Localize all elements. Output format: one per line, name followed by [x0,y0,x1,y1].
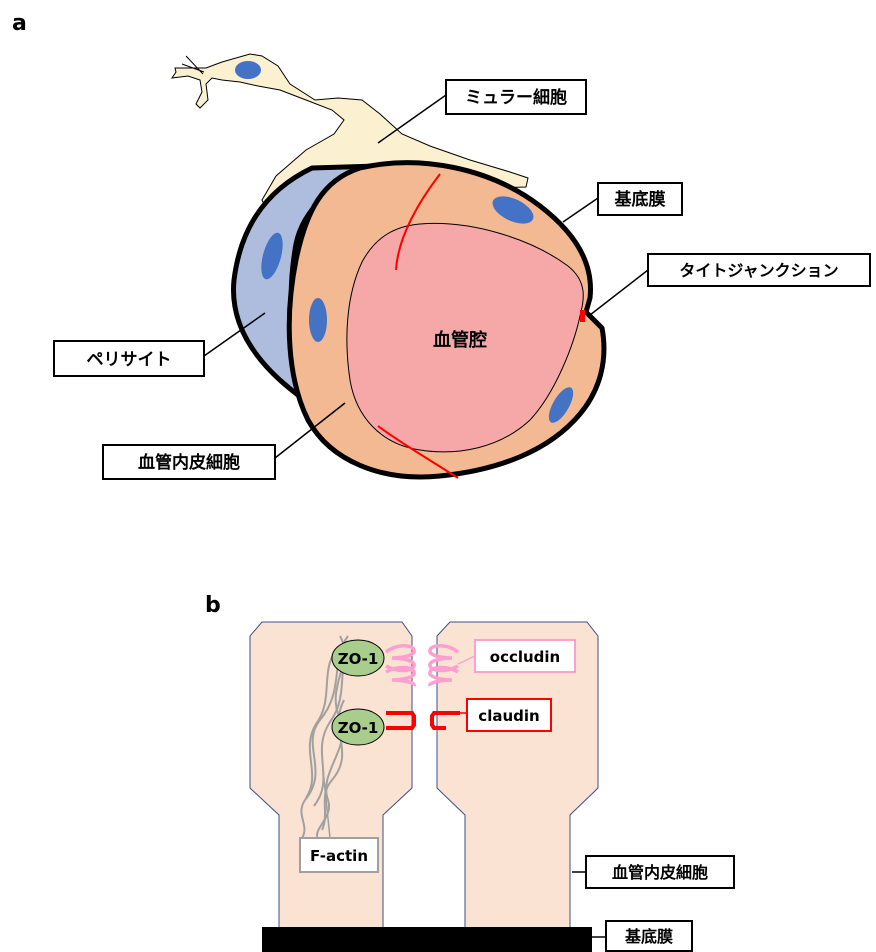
label-claudin: claudin [467,699,551,731]
label-endothelial-b: 血管内皮細胞 [586,856,734,888]
label-claudin-text: claudin [478,707,539,725]
label-basement-b: 基底膜 [606,921,692,951]
label-tight-junction-text: タイトジャンクション [679,261,838,280]
label-f-actin-text: F-actin [310,847,368,865]
label-pericyte: ペリサイト [54,341,204,376]
label-occludin-text: occludin [490,648,560,666]
tight-junction-marker [580,310,585,322]
vessel [289,163,604,478]
label-endothelial-b-text: 血管内皮細胞 [612,863,708,882]
panel-a-letter: a [12,11,27,36]
label-tight-junction: タイトジャンクション [648,254,870,286]
zo1-bottom: ZO-1 [332,709,384,745]
label-endothelial-a: 血管内皮細胞 [103,445,275,479]
zo1-top-text: ZO-1 [338,650,379,668]
label-basement-a: 基底膜 [598,183,682,215]
label-basement-a-text: 基底膜 [614,189,666,210]
panel-b-letter: b [205,593,221,618]
label-occludin: occludin [475,640,575,672]
label-endothelial-a-text: 血管内皮細胞 [138,452,240,473]
muller-nucleus [235,61,261,79]
label-muller-text: ミュラー細胞 [465,87,567,108]
label-f-actin: F-actin [300,838,378,872]
endothelial-nucleus-2 [309,298,327,342]
label-pericyte-text: ペリサイト [87,350,172,370]
basement-membrane-bar [262,927,592,952]
lumen-label: 血管腔 [433,329,487,351]
label-muller: ミュラー細胞 [446,80,586,114]
zo1-bottom-text: ZO-1 [338,719,379,737]
zo1-top: ZO-1 [332,640,384,676]
label-basement-b-text: 基底膜 [624,927,673,946]
